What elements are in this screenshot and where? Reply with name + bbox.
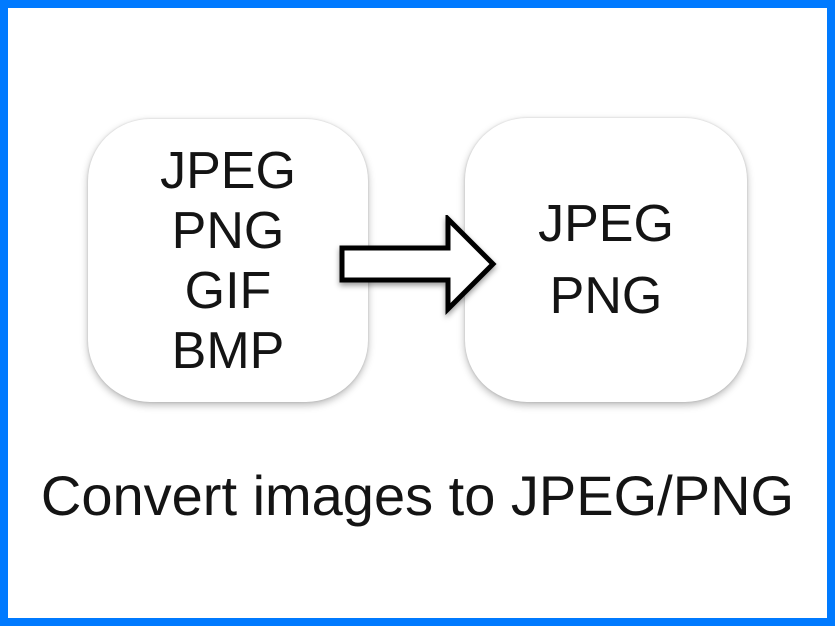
target-formats-card: JPEG PNG (465, 118, 747, 402)
format-label-jpeg: JPEG (160, 141, 296, 200)
caption-text: Convert images to JPEG/PNG (40, 464, 795, 527)
format-label-png: PNG (171, 201, 285, 260)
source-formats-card: JPEG PNG GIF BMP (88, 119, 368, 402)
format-label-png: PNG (549, 267, 663, 325)
format-label-gif: GIF (184, 261, 272, 320)
format-label-jpeg: JPEG (538, 195, 674, 253)
format-label-bmp: BMP (171, 321, 285, 380)
right-block-arrow-icon (339, 215, 497, 315)
